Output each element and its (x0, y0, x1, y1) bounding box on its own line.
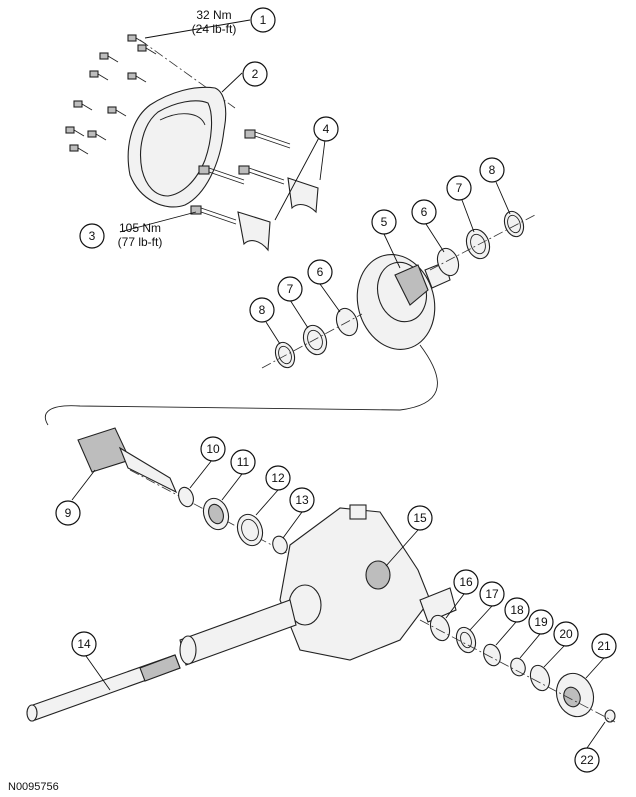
svg-text:15: 15 (413, 511, 427, 525)
svg-text:9: 9 (65, 506, 72, 520)
callout-7-left: 7 (277, 276, 303, 302)
callout-21: 21 (591, 633, 617, 659)
svg-text:13: 13 (295, 493, 309, 507)
callout-8-right: 8 (479, 157, 505, 183)
svg-text:2: 2 (252, 67, 259, 81)
svg-text:5: 5 (381, 215, 388, 229)
assembly-routing-line (44, 344, 438, 426)
svg-text:7: 7 (456, 181, 463, 195)
callout-4: 4 (313, 116, 339, 142)
callout-10: 10 (200, 436, 226, 462)
axle-shaft (26, 654, 181, 722)
svg-text:1: 1 (260, 13, 267, 27)
svg-text:21: 21 (597, 639, 611, 653)
leader-lines (71, 19, 606, 749)
svg-text:(77 lb-ft): (77 lb-ft) (118, 235, 163, 249)
callout-2: 2 (242, 61, 268, 87)
right-bearing-set (429, 210, 536, 277)
reference-id: N0095756 (8, 781, 59, 793)
svg-text:16: 16 (459, 575, 473, 589)
callout-7-right: 7 (446, 175, 472, 201)
callout-14: 14 (71, 631, 97, 657)
svg-text:12: 12 (271, 471, 285, 485)
svg-text:4: 4 (323, 122, 330, 136)
callout-3: 3 (79, 223, 105, 249)
callout-13: 13 (289, 487, 315, 513)
bearing-caps (237, 177, 319, 252)
callout-1: 1 (250, 7, 276, 33)
svg-text:22: 22 (580, 753, 594, 767)
bearing-cap-bolts (190, 129, 291, 225)
cover-bolts (65, 34, 236, 155)
torque-spec-item-3: 105 Nm (77 lb-ft) (118, 221, 163, 249)
svg-text:8: 8 (259, 303, 266, 317)
torque-spec-item-1: 32 Nm (24 lb-ft) (192, 8, 237, 36)
svg-text:3: 3 (89, 229, 96, 243)
svg-text:7: 7 (287, 282, 294, 296)
svg-text:14: 14 (77, 637, 91, 651)
pinion-components (178, 486, 288, 555)
svg-text:18: 18 (510, 603, 524, 617)
differential-cover (127, 86, 227, 208)
svg-text:(24 lb-ft): (24 lb-ft) (192, 22, 237, 36)
svg-text:11: 11 (237, 455, 250, 469)
svg-text:32 Nm: 32 Nm (196, 8, 231, 22)
callout-22: 22 (574, 747, 600, 773)
callout-6-left: 6 (307, 259, 333, 285)
callout-19: 19 (528, 609, 554, 635)
svg-text:105 Nm: 105 Nm (119, 221, 161, 235)
outer-axle-components (419, 614, 616, 723)
svg-text:20: 20 (559, 627, 573, 641)
callout-5: 5 (371, 209, 397, 235)
differential-case-ring-gear (356, 254, 451, 350)
svg-text:19: 19 (534, 615, 548, 629)
left-bearing-set (261, 307, 363, 369)
callout-18: 18 (504, 597, 530, 623)
svg-text:17: 17 (485, 587, 499, 601)
svg-text:8: 8 (489, 163, 496, 177)
callout-6-right: 6 (411, 199, 437, 225)
callout-17: 17 (479, 581, 505, 607)
callout-15: 15 (407, 505, 433, 531)
axle-housing (179, 504, 457, 666)
callout-11: 11 (230, 449, 256, 475)
callout-16: 16 (453, 569, 479, 595)
callout-20: 20 (553, 621, 579, 647)
svg-text:6: 6 (421, 205, 428, 219)
svg-text:6: 6 (317, 265, 324, 279)
svg-text:10: 10 (206, 442, 220, 456)
callout-9: 9 (55, 500, 81, 526)
callout-8-left: 8 (249, 297, 275, 323)
callout-12: 12 (265, 465, 291, 491)
